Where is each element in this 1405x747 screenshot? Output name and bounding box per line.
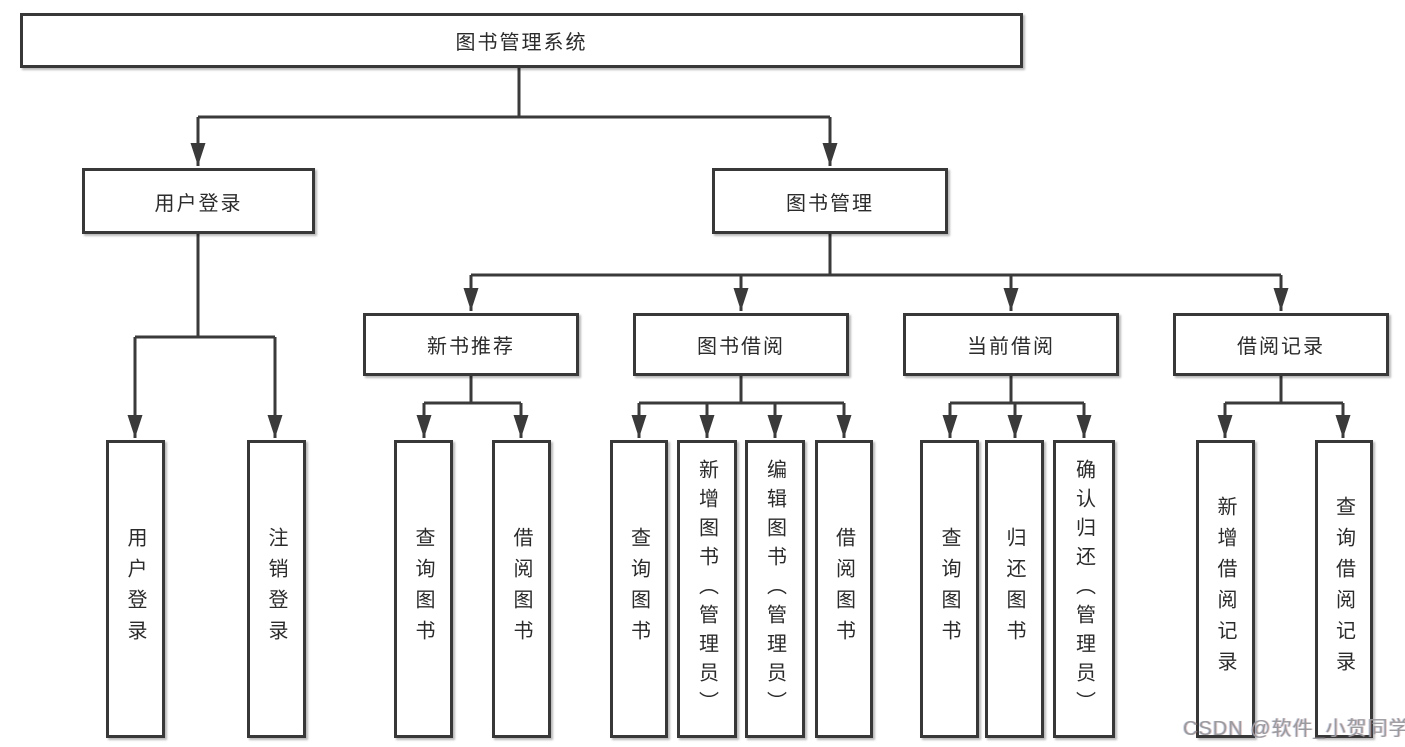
- leaf-query-books-recommend: 查询图书: [394, 440, 453, 738]
- leaf-borrow-books: 借阅图书: [815, 440, 873, 738]
- leaf-confirm-return-admin: 确认归还（管理员）: [1053, 440, 1115, 738]
- node-borrow-records: 借阅记录: [1173, 313, 1389, 376]
- node-label: 借阅记录: [1237, 336, 1325, 358]
- node-label: 新书推荐: [427, 336, 515, 358]
- leaf-user-login: 用户登录: [106, 440, 165, 738]
- leaf-label: 用户登录: [124, 527, 146, 651]
- leaf-label: 借阅图书: [510, 527, 532, 651]
- leaf-label: 查询图书: [412, 527, 434, 651]
- leaf-borrow-books-recommend: 借阅图书: [492, 440, 551, 738]
- leaf-label: 注销登录: [265, 527, 287, 651]
- leaf-add-borrow-record: 新增借阅记录: [1196, 440, 1255, 738]
- leaf-label: 确认归还（管理员）: [1072, 458, 1095, 720]
- node-book-borrowing: 图书借阅: [633, 313, 849, 376]
- leaf-label: 借阅图书: [832, 527, 855, 651]
- leaf-label: 新增图书（管理员）: [695, 458, 718, 720]
- leaf-logout: 注销登录: [247, 440, 306, 738]
- node-new-book-recommend: 新书推荐: [363, 313, 579, 376]
- leaf-label: 归还图书: [1003, 527, 1025, 651]
- leaf-query-books-current: 查询图书: [920, 440, 979, 738]
- leaf-add-books-admin: 新增图书（管理员）: [677, 440, 737, 738]
- node-library-management-system: 图书管理系统: [20, 13, 1023, 68]
- leaf-label: 查询图书: [938, 527, 960, 651]
- leaf-query-books-borrowing: 查询图书: [610, 440, 668, 738]
- leaf-return-books: 归还图书: [985, 440, 1044, 738]
- node-book-management: 图书管理: [712, 168, 948, 234]
- leaf-label: 查询借阅记录: [1332, 496, 1355, 682]
- leaf-label: 编辑图书（管理员）: [763, 458, 786, 720]
- leaf-label: 查询图书: [627, 527, 650, 651]
- leaf-label: 新增借阅记录: [1214, 496, 1236, 682]
- node-label: 图书管理: [786, 192, 874, 215]
- leaf-edit-books-admin: 编辑图书（管理员）: [745, 440, 805, 738]
- node-label: 图书借阅: [697, 336, 785, 358]
- node-label: 图书管理系统: [455, 32, 588, 54]
- node-current-borrowing: 当前借阅: [903, 313, 1119, 376]
- node-user-login: 用户登录: [82, 168, 315, 234]
- leaf-query-borrow-record: 查询借阅记录: [1315, 440, 1373, 738]
- watermark: CSDN @软件_小贺同学: [1183, 718, 1405, 740]
- node-label: 用户登录: [154, 192, 243, 215]
- node-label: 当前借阅: [967, 336, 1055, 358]
